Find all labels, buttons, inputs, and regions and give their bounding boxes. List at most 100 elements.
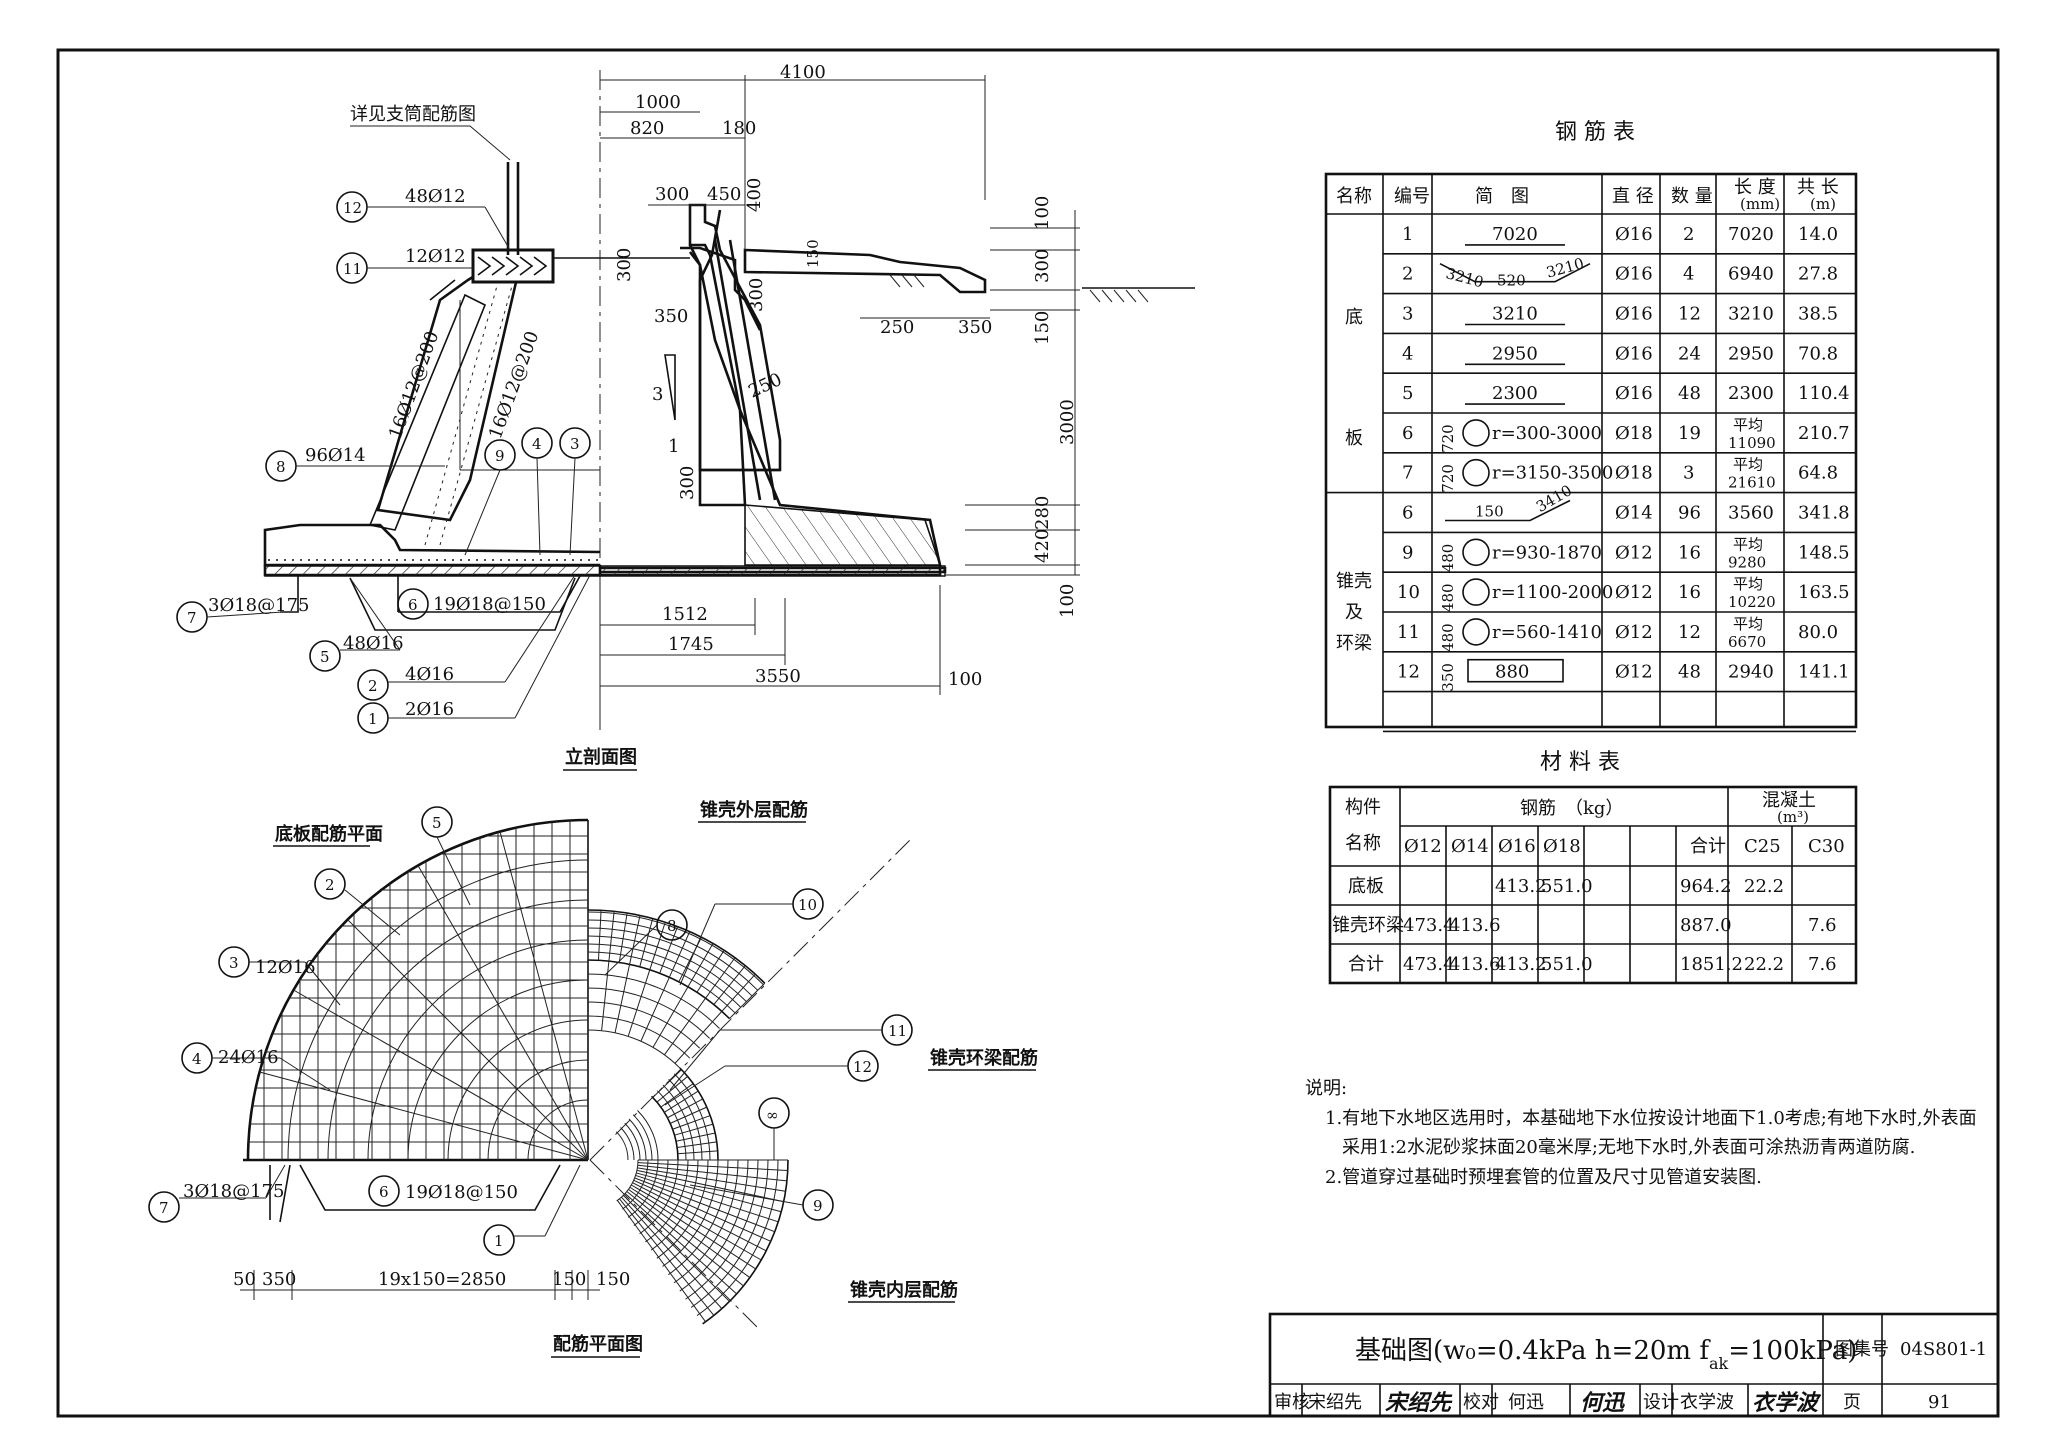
rebar-sketch-height: 480	[1439, 544, 1457, 573]
dim-450: 450	[707, 184, 741, 205]
rh-len: 长 度	[1734, 177, 1776, 198]
dim-180: 180	[722, 118, 756, 139]
plan-callout-3: 3	[229, 954, 239, 972]
mh-member: 构件	[1345, 797, 1381, 818]
dim-820: 820	[630, 118, 664, 139]
rebar-dia: Ø16	[1615, 224, 1653, 245]
caption-plan: 配筋平面图	[553, 1333, 643, 1355]
rebar-total: 110.4	[1798, 383, 1850, 404]
rebar-sketch-label: r=930-1870	[1492, 542, 1602, 563]
dim-3550: 3550	[755, 666, 801, 687]
plan-spec-7: 3Ø18@175	[183, 1181, 284, 1202]
stirrup-sketch	[1467, 658, 1564, 683]
rebar-table: 钢 筋 表 名称 编号 简 图 直 径 数 量 长 度 (mm) 共 长 (m)…	[1324, 120, 1858, 733]
plan-dim-2850: 19x150=2850	[378, 1269, 506, 1290]
dim-1745: 1745	[668, 634, 714, 655]
see-detail-label: 详见支筒配筋图	[350, 104, 476, 125]
callout-12: 12	[343, 199, 362, 217]
rebar-dia: Ø12	[1615, 622, 1653, 643]
rebar-len: 9280	[1728, 553, 1766, 571]
material-cell: 413.6	[1449, 954, 1501, 975]
plan-dim-350: 350	[262, 1269, 296, 1290]
rebar-total: 70.8	[1798, 343, 1838, 364]
rebar-total: 210.7	[1798, 423, 1850, 444]
rebar-qty: 4	[1683, 264, 1694, 285]
reviewer-signature: 宋绍先	[1385, 1390, 1453, 1416]
notes-line-1: 1.有地下水地区选用时，本基础地下水位按设计地面下1.0考虑;有地下水时,外表面	[1325, 1108, 1977, 1129]
rebar-dia: Ø12	[1615, 542, 1653, 563]
callout-5: 5	[320, 648, 330, 666]
review-label: 审核	[1274, 1392, 1310, 1413]
hook-bar-seg: 3410	[1533, 481, 1575, 516]
rebar-qty: 3	[1683, 463, 1694, 484]
notes: 说明: 1.有地下水地区选用时，本基础地下水位按设计地面下1.0考虑;有地下水时…	[1305, 1078, 1977, 1188]
cone-inner-grid	[615, 1110, 789, 1325]
callout-1: 1	[368, 710, 378, 728]
bent-bar-seg: 3210	[1444, 264, 1486, 291]
spec-2: 4Ø16	[405, 664, 454, 685]
drawing-title: 基础图(w₀=0.4kPa h=20m fak=100kPa)	[1355, 1336, 1857, 1373]
material-subheader: C30	[1808, 836, 1845, 857]
callout-8: 8	[276, 458, 286, 476]
rebar-sketch-height: 720	[1439, 424, 1457, 453]
rh-len-unit: (mm)	[1740, 195, 1780, 213]
plan-callout-2: 2	[325, 876, 335, 894]
rebar-sketch-label: r=300-3000	[1492, 423, 1602, 444]
rebar-len: 2300	[1728, 383, 1774, 404]
base-slab-grid	[243, 818, 589, 1162]
slanted-spec-a: 16Ø12@200	[385, 328, 443, 441]
material-cell: 22.2	[1744, 954, 1784, 975]
bent-bar-seg: 3210	[1544, 254, 1586, 281]
group-cone-2: 及	[1345, 602, 1363, 623]
hook-bar-sketch	[1445, 499, 1571, 522]
dim-side-100: 100	[1032, 196, 1053, 230]
rebar-dia: Ø16	[1615, 343, 1653, 364]
rh-total: 共 长	[1797, 177, 1839, 198]
hook-bar-seg: 150	[1475, 503, 1504, 521]
dim-side-150: 150	[1032, 311, 1053, 345]
mh-steel: 钢筋 （kg）	[1520, 798, 1623, 819]
rebar-sketch-label: r=560-1410	[1492, 622, 1602, 643]
plan-callout-7: 7	[159, 1199, 169, 1217]
material-cell: 473.4	[1403, 954, 1455, 975]
material-cell: 551.0	[1541, 876, 1593, 897]
rebar-row-no: 5	[1402, 383, 1413, 404]
spec-8: 96Ø14	[305, 445, 366, 466]
bent-bar-seg: 520	[1497, 272, 1526, 290]
dim-4100: 4100	[780, 62, 826, 83]
plan-dim-50: 50	[233, 1269, 256, 1290]
rebar-total: 148.5	[1798, 542, 1850, 563]
designer: 衣学波	[1680, 1392, 1734, 1413]
rebar-row-no: 11	[1397, 622, 1420, 643]
group-cone-1: 锥壳	[1336, 571, 1372, 592]
plan-view: 底板配筋平面 锥壳外层配筋 锥壳环梁配筋 锥壳内层配筋 配筋平面图 5 2 3 …	[148, 799, 1038, 1358]
page-no: 91	[1928, 1392, 1951, 1413]
dim-1000: 1000	[635, 92, 681, 113]
spec-12: 48Ø12	[405, 186, 466, 207]
rebar-sketch-label: 2300	[1492, 383, 1538, 404]
rebar-row-no: 3	[1402, 304, 1413, 325]
notes-title: 说明:	[1305, 1078, 1347, 1099]
rebar-len: 2940	[1728, 662, 1774, 683]
rebar-row-no: 12	[1397, 662, 1420, 683]
rebar-len: 6670	[1728, 633, 1766, 651]
elevation-section: 3 1	[176, 62, 1195, 771]
caption-base-plan: 底板配筋平面	[275, 823, 383, 845]
rebar-sketch-height: 480	[1439, 623, 1457, 652]
dim-in-250a: 250	[745, 369, 785, 403]
dim-300: 300	[655, 184, 689, 205]
callout-3: 3	[570, 435, 580, 453]
material-cell: 413.2	[1495, 876, 1547, 897]
material-subheader: 合计	[1690, 836, 1726, 857]
ring-rebar-sketch	[1462, 538, 1490, 567]
title-block: 基础图(w₀=0.4kPa h=20m fak=100kPa) 图集号 04S8…	[1268, 1312, 2000, 1418]
ring-rebar-sketch	[1462, 458, 1490, 487]
ring-rebar-sketch	[1462, 618, 1490, 646]
rebar-total: 27.8	[1798, 264, 1838, 285]
rebar-len-avg: 平均	[1733, 535, 1763, 553]
